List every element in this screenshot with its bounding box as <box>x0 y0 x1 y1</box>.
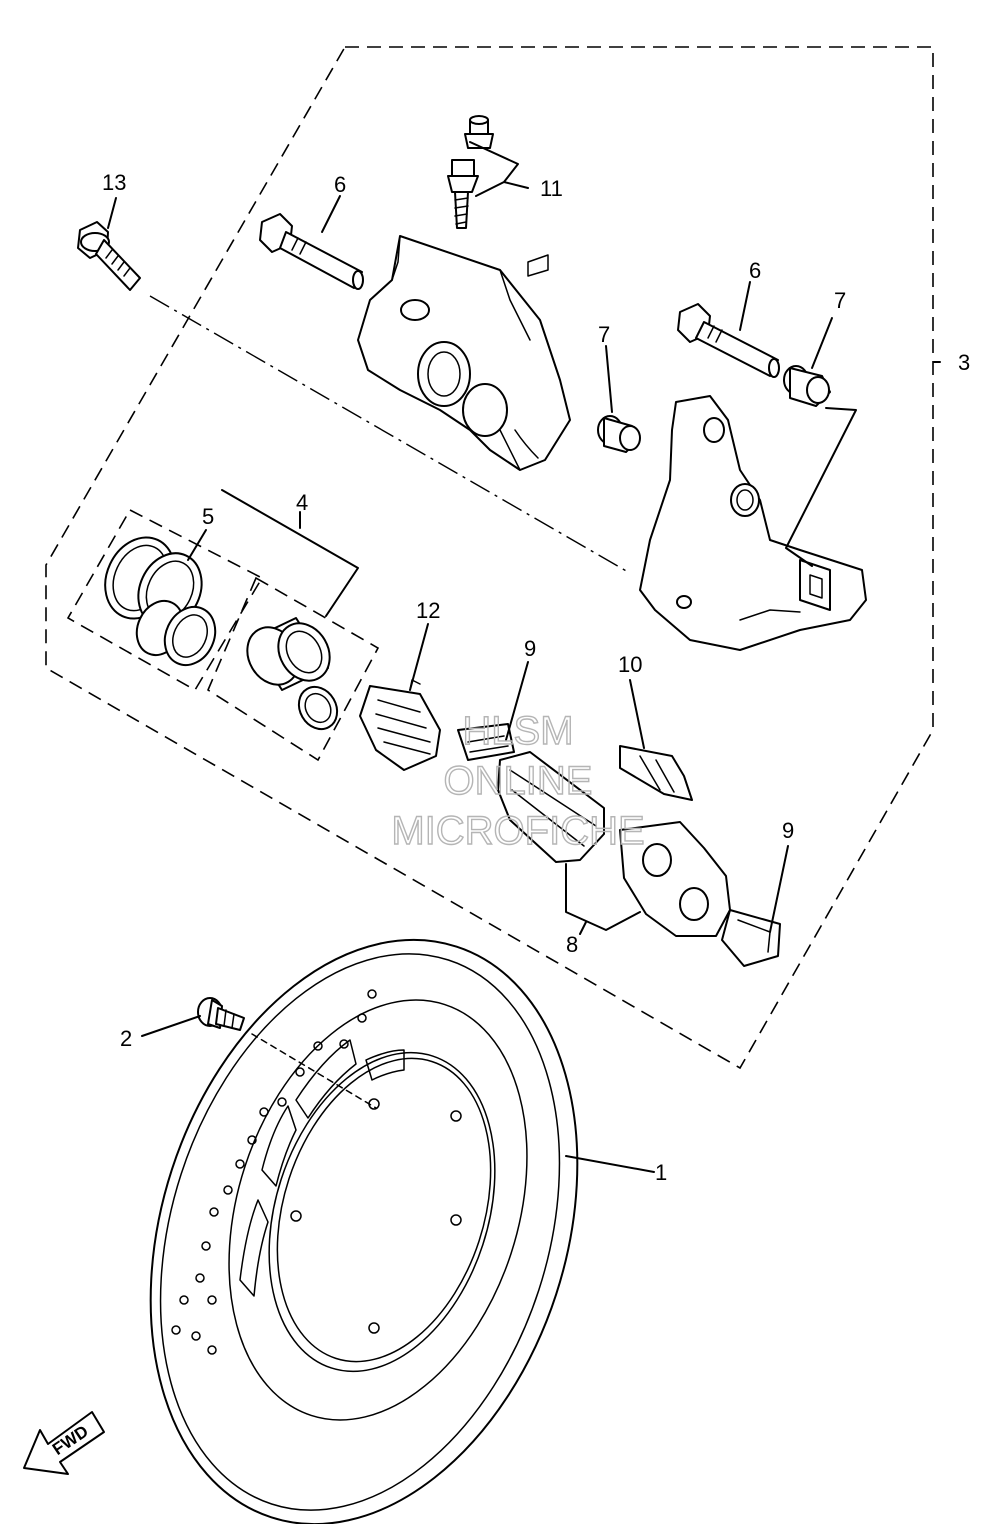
pad-spring-12 <box>359 679 441 771</box>
callout-1: 1 <box>655 1160 667 1185</box>
callout-7-left: 7 <box>598 322 610 347</box>
callout-4: 4 <box>296 490 308 515</box>
callout-12: 12 <box>416 598 440 623</box>
callout-13: 13 <box>102 170 126 195</box>
callout-7-right: 7 <box>834 288 846 313</box>
centerline-bolt-13 <box>149 295 629 573</box>
callout-3: 3 <box>958 350 970 375</box>
seal-kit-5 <box>66 508 264 692</box>
caliper-body <box>357 235 571 471</box>
brake-disc-1 <box>149 938 579 1524</box>
fwd-arrow-icon: FWD <box>23 1411 105 1475</box>
watermark-line-3: MICROFICHE <box>391 809 644 853</box>
pad-clip-10 <box>619 745 693 801</box>
callout-8: 8 <box>566 932 578 957</box>
rubber-boot-7-right <box>783 365 831 407</box>
callout-5: 5 <box>202 504 214 529</box>
callout-6-right: 6 <box>749 258 761 283</box>
callout-2: 2 <box>120 1026 132 1051</box>
watermark: HLSM ONLINE MICROFICHE <box>391 708 646 853</box>
bolt-13 <box>77 221 141 291</box>
slide-pin-6-right <box>677 303 780 378</box>
disc-bolt-centerline <box>251 1033 377 1109</box>
bleed-screw-11 <box>447 115 494 229</box>
leader-lines <box>107 141 941 1173</box>
brake-pad-8-inner <box>497 751 605 863</box>
callout-9-lower: 9 <box>782 818 794 843</box>
callout-9-upper: 9 <box>524 636 536 661</box>
callout-6-left: 6 <box>334 172 346 197</box>
pad-shim-9-upper <box>457 723 515 761</box>
rubber-boot-7-left <box>597 415 641 453</box>
callout-11: 11 <box>540 176 563 201</box>
watermark-line-2: ONLINE <box>444 759 593 803</box>
disc-bolt-2 <box>197 997 245 1031</box>
slide-pin-6-left <box>259 213 364 290</box>
watermark-line-1: HLSM <box>462 709 573 753</box>
disc-holes <box>171 989 462 1355</box>
pad-shim-9-lower <box>721 909 781 967</box>
piston-kit-4 <box>206 576 380 762</box>
caliper-bracket <box>639 395 867 651</box>
callout-10: 10 <box>618 652 642 677</box>
brake-pad-8-outer <box>619 821 731 937</box>
caliper-assembly-boundary <box>45 46 934 1070</box>
